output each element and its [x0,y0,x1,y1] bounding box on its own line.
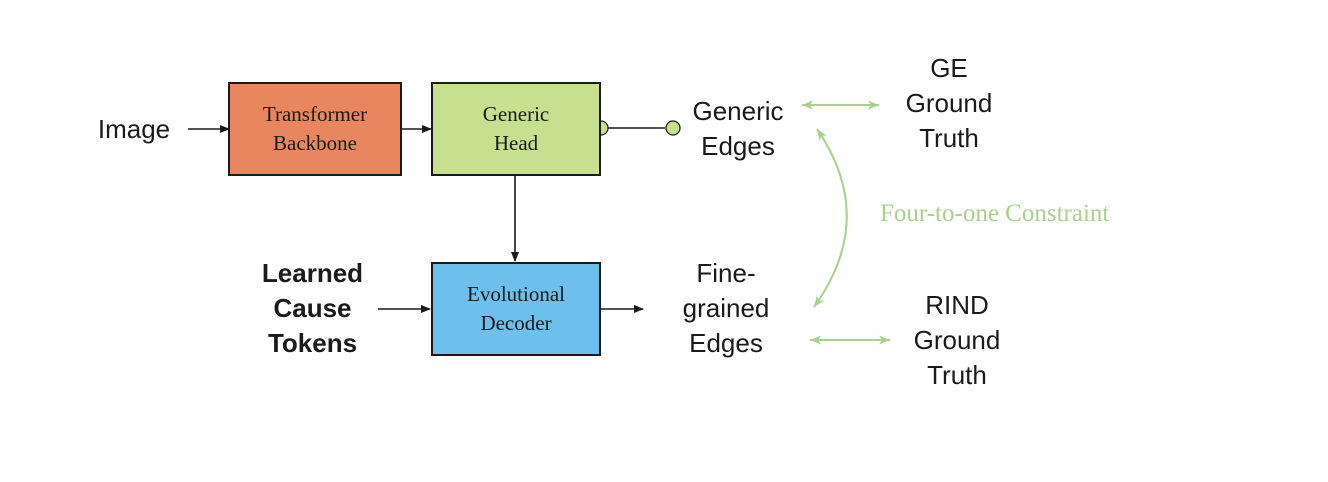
evolutional-decoder-block: Evolutional Decoder [431,262,601,356]
four-to-one-constraint-label: Four-to-one Constraint [880,200,1110,227]
transformer-backbone-block: Transformer Backbone [228,82,402,176]
fine-grained-edges-label: Fine- grained Edges [682,258,770,358]
ge-ground-truth-label: GE Ground Truth [905,53,993,153]
rind-ground-truth-label: RIND Ground Truth [913,290,1001,390]
four-to-one-constraint-arc [813,128,848,308]
connector-end-dot [665,120,681,136]
generic-edges-label: Generic Edges [692,96,784,161]
image-input-label: Image [97,114,171,144]
generic-head-block: Generic Head [431,82,601,176]
learned-cause-tokens-label: Learned Cause Tokens [261,258,364,358]
